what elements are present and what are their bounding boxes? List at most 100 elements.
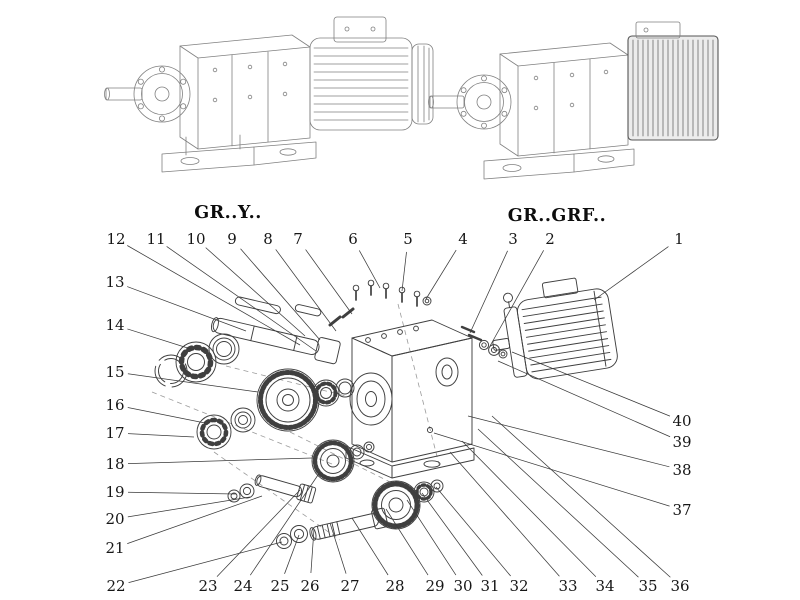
exploded-oil-seal <box>208 333 240 365</box>
callout-number-20: 20 <box>105 510 124 528</box>
exploded-input-bearing <box>413 481 435 503</box>
callout-number-31: 31 <box>480 577 499 595</box>
exploded-motor-terminal-box <box>541 277 579 299</box>
callout-number-28: 28 <box>385 577 404 595</box>
callout-number-27: 27 <box>340 577 359 595</box>
exploded-vent-plug <box>422 296 432 306</box>
leader-line-22 <box>128 541 283 584</box>
assembled-gearmotor-gr-grf-drawing <box>428 21 719 180</box>
callout-number-17: 17 <box>105 424 124 442</box>
gr-y-gear-housing <box>179 34 311 150</box>
callout-number-32: 32 <box>509 577 528 595</box>
exploded-input-ring <box>430 479 444 493</box>
leader-line-14 <box>127 328 195 351</box>
callout-number-13: 13 <box>105 273 124 291</box>
callout-number-1: 1 <box>674 230 684 248</box>
leader-line-10 <box>205 247 306 337</box>
exploded-input-washers <box>276 525 308 549</box>
exploded-view-drawing <box>154 277 618 549</box>
callout-number-18: 18 <box>105 455 124 473</box>
gr-grf-compact-drive <box>627 21 719 141</box>
callout-number-16: 16 <box>105 396 124 414</box>
callout-number-12: 12 <box>106 230 125 248</box>
exploded-bearing-mid <box>312 379 340 407</box>
exploded-bearing-lower-left <box>196 414 232 450</box>
leader-line-28 <box>351 517 389 576</box>
callout-number-22: 22 <box>106 577 125 595</box>
gr-grf-flange <box>456 74 512 130</box>
callout-number-26: 26 <box>300 577 319 595</box>
leader-lines-layer <box>127 245 671 584</box>
callout-number-19: 19 <box>105 483 124 501</box>
callout-number-10: 10 <box>186 230 205 248</box>
leader-line-13 <box>127 286 247 332</box>
exploded-housing <box>345 319 475 479</box>
exploded-intermediate-gear <box>311 439 355 483</box>
callout-number-38: 38 <box>672 461 691 479</box>
callout-number-40: 40 <box>672 412 691 430</box>
exploded-eye-bolt <box>503 292 513 303</box>
callout-number-37: 37 <box>672 501 691 519</box>
callout-number-25: 25 <box>270 577 289 595</box>
gr-y-fan-cover <box>411 43 434 125</box>
leader-line-19 <box>127 491 237 495</box>
leader-line-11 <box>166 246 317 352</box>
gr-grf-gear-housing <box>499 42 629 157</box>
exploded-shaft-key-short <box>294 304 322 317</box>
leader-line-32 <box>435 486 511 577</box>
leader-line-31 <box>421 492 483 576</box>
gr-grf-mounting-feet <box>483 148 635 180</box>
callout-number-21: 21 <box>105 539 124 557</box>
leader-line-24 <box>249 471 321 576</box>
leader-line-23 <box>216 489 301 577</box>
exploded-motor-shaft <box>492 337 511 351</box>
callout-number-5: 5 <box>403 230 413 248</box>
exploded-motor-studs-washers <box>460 325 508 359</box>
variant-label-gr-grf: GR..GRF.. <box>508 206 607 226</box>
leader-line-15 <box>127 373 259 393</box>
leader-line-5 <box>401 251 407 292</box>
leader-line-1 <box>593 246 669 301</box>
callout-number-34: 34 <box>595 577 614 595</box>
callout-number-9: 9 <box>227 230 237 248</box>
gr-y-output-shaft <box>104 87 143 101</box>
leader-line-3 <box>469 250 508 334</box>
exploded-output-shaft <box>210 296 341 365</box>
callout-number-33: 33 <box>558 577 577 595</box>
callout-number-15: 15 <box>105 363 124 381</box>
leader-line-40 <box>511 351 671 417</box>
callout-number-29: 29 <box>425 577 444 595</box>
callout-number-14: 14 <box>105 316 124 334</box>
leader-line-21 <box>127 495 263 545</box>
leader-line-26 <box>310 528 315 574</box>
leader-line-16 <box>127 407 206 424</box>
exploded-input-gear <box>371 480 421 530</box>
exploded-housing-bolts <box>352 279 432 307</box>
callout-number-35: 35 <box>638 577 657 595</box>
exploded-pins <box>328 307 355 327</box>
leader-line-27 <box>329 522 347 574</box>
leader-line-38 <box>467 415 670 468</box>
leader-line-9 <box>240 248 321 341</box>
exploded-motor <box>492 277 618 380</box>
leader-line-18 <box>127 457 313 464</box>
leader-line-8 <box>275 249 337 332</box>
leader-line-30 <box>406 499 457 576</box>
leader-line-34 <box>461 440 597 578</box>
callout-number-6: 6 <box>348 230 358 248</box>
gr-y-mounting-feet <box>161 134 317 173</box>
gr-y-motor <box>309 16 434 131</box>
leader-line-2 <box>489 250 544 347</box>
callout-number-39: 39 <box>672 433 691 451</box>
gr-y-flange <box>133 65 191 123</box>
leader-line-20 <box>127 496 251 518</box>
exploded-output-gear <box>256 368 320 432</box>
callout-number-2: 2 <box>545 230 555 248</box>
leader-line-37 <box>433 432 670 507</box>
callout-number-3: 3 <box>508 230 518 248</box>
assembled-gearmotor-gr-y-drawing <box>104 16 434 173</box>
exploded-pinion-washers <box>227 483 255 503</box>
callout-number-36: 36 <box>670 577 689 595</box>
